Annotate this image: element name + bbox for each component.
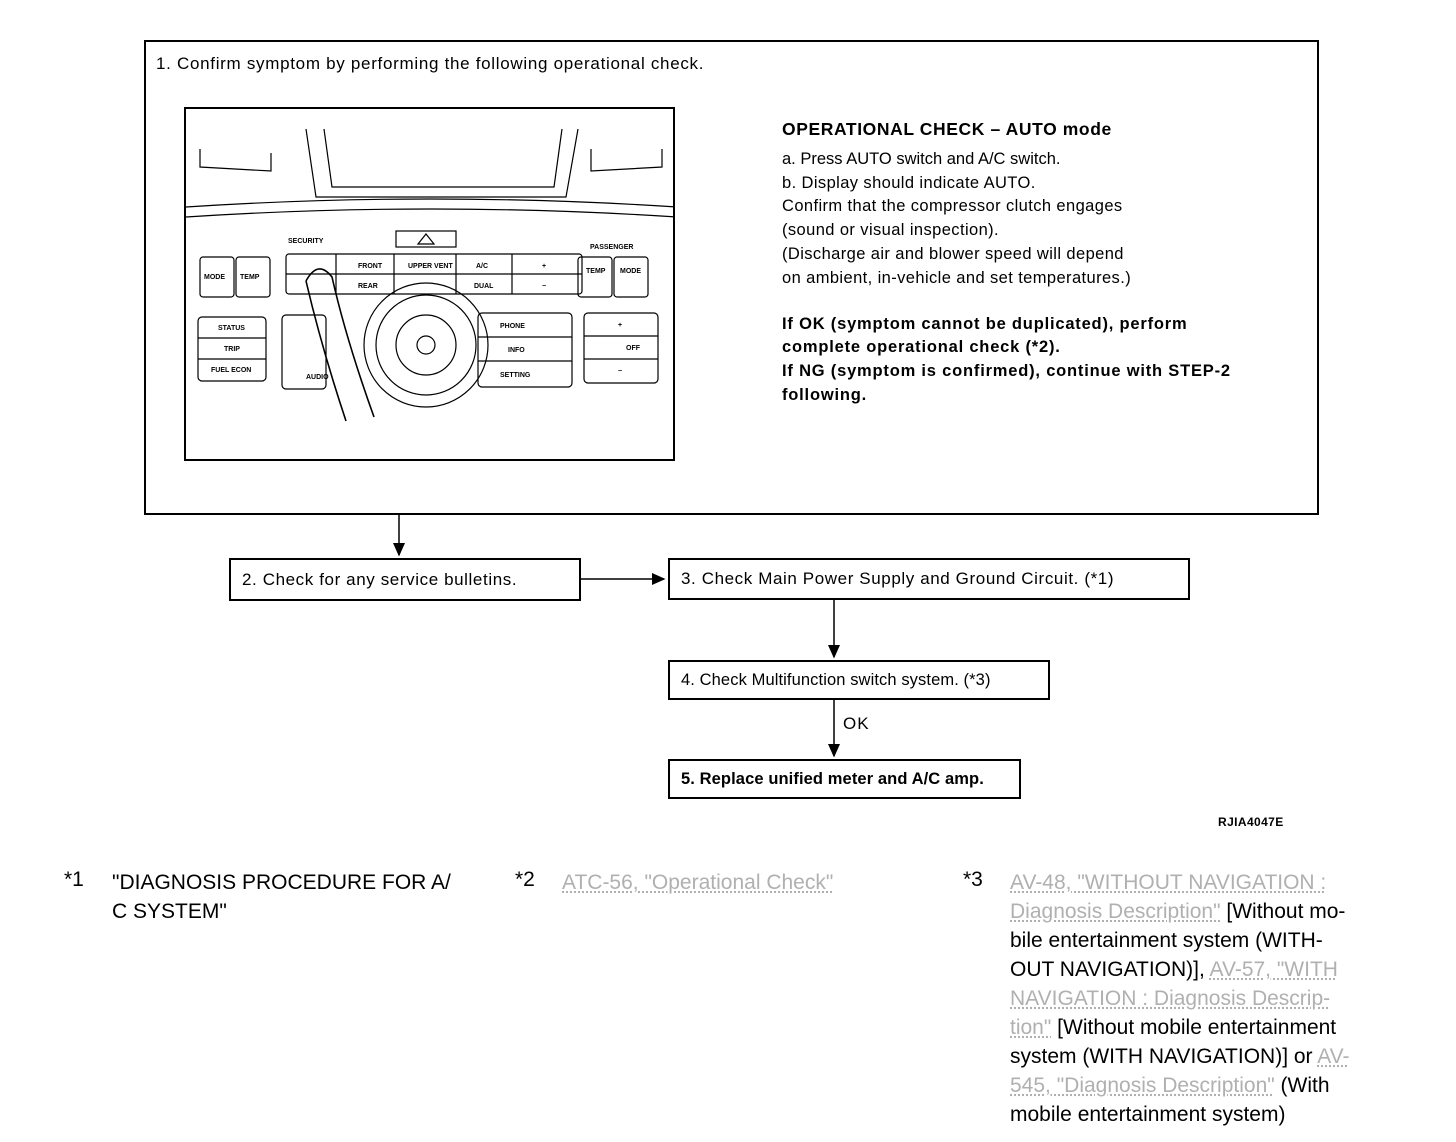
- footnote1-line2: C SYSTEM": [112, 900, 227, 923]
- operational-check-text: OPERATIONAL CHECK – AUTO mode a. Press A…: [782, 118, 1312, 408]
- footnote3-mark: *3: [963, 868, 983, 891]
- panel-label-dual: DUAL: [474, 283, 494, 290]
- operational-check-heading: OPERATIONAL CHECK – AUTO mode: [782, 119, 1112, 139]
- step1-title: 1. Confirm symptom by performing the fol…: [156, 54, 705, 73]
- step5-box: 5. Replace unified meter and A/C amp.: [668, 759, 1021, 799]
- panel-label-fuel-econ: FUEL ECON: [211, 367, 251, 374]
- footnote3-text3a: (With: [1274, 1074, 1330, 1097]
- footnote1-line1: "DIAGNOSIS PROCEDURE FOR A/: [112, 871, 451, 894]
- footnote3-link1-part1[interactable]: AV-48, "WITHOUT NAVIGATION :: [1010, 871, 1327, 894]
- control-panel-illustration: SECURITY PASSENGER MODE TEMP FRONT UPPER…: [184, 107, 675, 461]
- opcheck-line-d1: (Discharge air and blower speed will dep…: [782, 244, 1124, 263]
- footnote3-link3-part2[interactable]: 545, "Diagnosis Description": [1010, 1074, 1275, 1097]
- panel-label-temp-left: TEMP: [240, 274, 260, 281]
- panel-label-fan-plus: +: [542, 263, 546, 270]
- footnote3-link2-part2[interactable]: NAVIGATION : Diagnosis Descrip-: [1010, 987, 1331, 1010]
- opcheck-line-a: a. Press AUTO switch and A/C switch.: [782, 149, 1061, 168]
- opcheck-line-c1: Confirm that the compressor clutch engag…: [782, 197, 1123, 216]
- opcheck-line-b: b. Display should indicate AUTO.: [782, 173, 1036, 192]
- footnote3-text: AV-48, "WITHOUT NAVIGATION : Diagnosis D…: [1010, 868, 1400, 1129]
- footnote3-text1b: bile entertainment system (WITH-: [1010, 929, 1323, 952]
- panel-label-ac: A/C: [476, 263, 488, 270]
- panel-label-audio: AUDIO: [306, 374, 329, 381]
- footnote2-mark: *2: [515, 868, 535, 891]
- ok-branch-label: OK: [843, 714, 870, 733]
- footnote3-link2-part3[interactable]: tion": [1010, 1016, 1052, 1039]
- panel-label-trip: TRIP: [224, 346, 240, 353]
- panel-label-off-minus: −: [618, 368, 622, 375]
- panel-label-passenger: PASSENGER: [590, 244, 633, 251]
- opcheck-ok-line2: complete operational check (*2).: [782, 338, 1061, 357]
- footnote3-text2b: system (WITH NAVIGATION)] or: [1010, 1045, 1318, 1068]
- panel-drawing: SECURITY PASSENGER MODE TEMP FRONT UPPER…: [186, 128, 673, 422]
- step3-box: 3. Check Main Power Supply and Ground Ci…: [668, 558, 1190, 600]
- opcheck-ng-line2: following.: [782, 385, 867, 404]
- figure-id: RJIA4047E: [1218, 815, 1284, 829]
- step4-box: 4. Check Multifunction switch system. (*…: [668, 660, 1050, 700]
- opcheck-line-c2: (sound or visual inspection).: [782, 221, 1000, 240]
- panel-label-rear: REAR: [358, 283, 378, 290]
- footnote3-link3-part1[interactable]: AV-: [1317, 1045, 1350, 1068]
- panel-label-mode-left: MODE: [204, 274, 225, 281]
- panel-label-info: INFO: [508, 347, 525, 354]
- footnote3-text3b: mobile entertainment system): [1010, 1103, 1286, 1126]
- footnote1-text: "DIAGNOSIS PROCEDURE FOR A/ C SYSTEM": [112, 868, 507, 926]
- footnote3-text1c: OUT NAVIGATION)],: [1010, 958, 1210, 981]
- panel-label-setting: SETTING: [500, 372, 531, 379]
- footnote2-text: ATC-56, "Operational Check": [562, 868, 892, 897]
- footnote1-mark: *1: [64, 868, 84, 891]
- panel-label-off: OFF: [626, 345, 641, 352]
- panel-label-fan-minus: −: [542, 283, 546, 290]
- panel-label-mode-right: MODE: [620, 268, 641, 275]
- panel-label-status: STATUS: [218, 325, 245, 332]
- opcheck-ok-line1: If OK (symptom cannot be duplicated), pe…: [782, 314, 1188, 333]
- panel-label-upper-vent: UPPER VENT: [408, 263, 453, 270]
- panel-label-front: FRONT: [358, 263, 383, 270]
- opcheck-line-d2: on ambient, in-vehicle and set temperatu…: [782, 268, 1132, 287]
- panel-label-phone: PHONE: [500, 323, 525, 330]
- panel-label-off-plus: +: [618, 322, 622, 329]
- footnote3-link1-part2[interactable]: Diagnosis Description": [1010, 900, 1221, 923]
- step1-box: 1. Confirm symptom by performing the fol…: [144, 40, 1319, 515]
- opcheck-ng-line1: If NG (symptom is confirmed), continue w…: [782, 362, 1231, 381]
- panel-label-temp-right: TEMP: [586, 268, 606, 275]
- footnote3-text1a: [Without mo-: [1220, 900, 1346, 923]
- footnote3-link2-part1[interactable]: AV-57, "WITH: [1209, 958, 1338, 981]
- step2-box: 2. Check for any service bulletins.: [229, 558, 581, 601]
- panel-label-security: SECURITY: [288, 238, 324, 245]
- footnote3-text2a: [Without mobile entertainment: [1051, 1016, 1337, 1039]
- footnote2-link[interactable]: ATC-56, "Operational Check": [562, 871, 834, 894]
